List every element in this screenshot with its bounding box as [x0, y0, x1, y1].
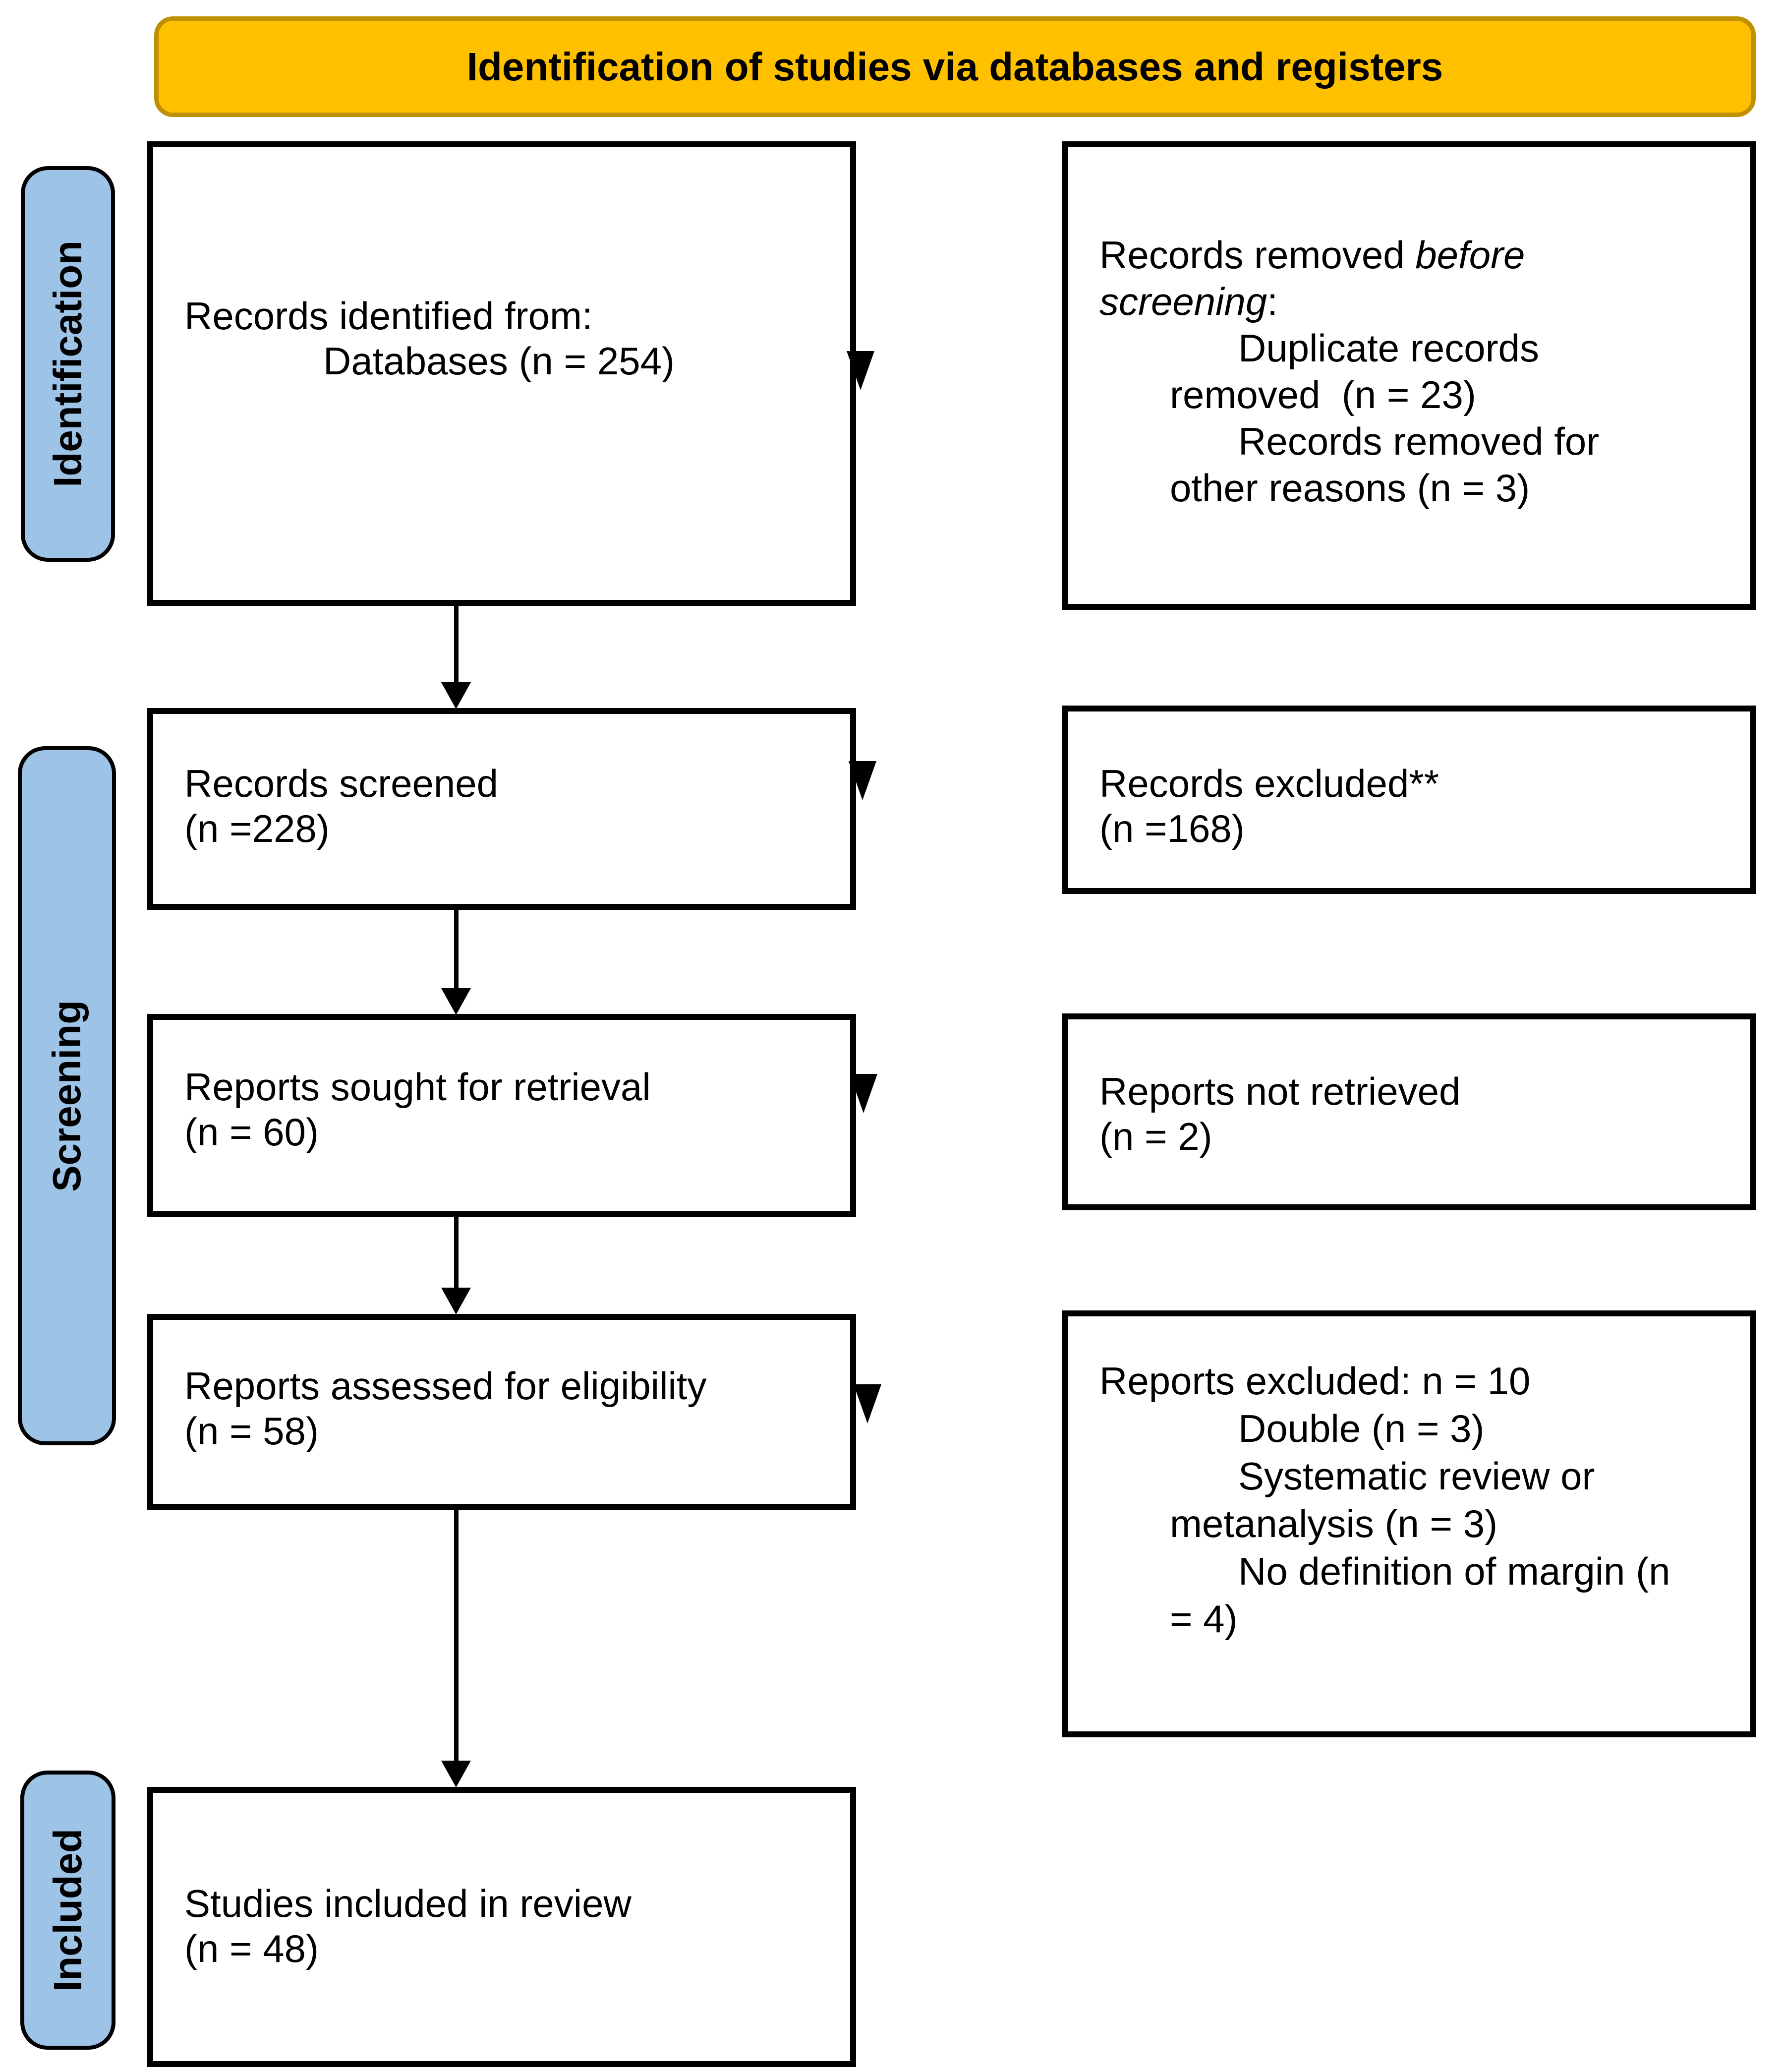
box-studies-included-text: Studies included in review (n = 48): [184, 1881, 842, 1971]
text-line: Databases (n = 254): [323, 339, 675, 383]
stage-label-screening-text: Screening: [45, 1000, 89, 1192]
text-line: = 4): [1170, 1597, 1238, 1641]
box-records-screened-text: Records screened (n =228): [184, 761, 842, 851]
arrow-assessed-to-included-stem: [454, 1510, 459, 1762]
box-records-screened: Records screened (n =228): [147, 708, 856, 910]
arrow-identified-to-screened-stem: [454, 606, 459, 684]
connector-screened-to-excluded-arrowhead-icon: [849, 761, 876, 800]
text-line: (n = 58): [184, 1409, 319, 1453]
box-records-removed-before-screening: Records removed before screening: Duplic…: [1062, 141, 1756, 610]
text-line: Reports assessed for eligibility: [184, 1364, 707, 1408]
text-line: other reasons (n = 3): [1170, 466, 1530, 510]
arrow-assessed-to-included-head-icon: [441, 1761, 471, 1787]
text-line: Records screened: [184, 762, 498, 805]
text-line: (n = 48): [184, 1927, 319, 1970]
text-line: removed (n = 23): [1170, 373, 1476, 416]
box-reports-assessed-text: Reports assessed for eligibility (n = 58…: [184, 1363, 842, 1454]
stage-label-included: Included: [20, 1771, 115, 2050]
connector-sought-to-not-retrieved-arrowhead-icon: [850, 1074, 877, 1113]
box-records-removed-text: Records removed before screening: Duplic…: [1099, 232, 1742, 511]
text-line: (n =168): [1099, 807, 1245, 850]
box-records-excluded-text: Records excluded** (n =168): [1099, 761, 1742, 851]
stage-label-identification-text: Identification: [46, 240, 90, 487]
stage-label-screening: Screening: [18, 746, 116, 1445]
stage-label-included-text: Included: [46, 1829, 90, 1992]
arrow-identified-to-screened-head-icon: [441, 682, 471, 709]
box-reports-sought-text: Reports sought for retrieval (n = 60): [184, 1065, 842, 1155]
box-records-identified: Records identified from: Databases (n = …: [147, 141, 856, 606]
stage-label-identification: Identification: [21, 166, 115, 562]
box-reports-excluded: Reports excluded: n = 10 Double (n = 3) …: [1062, 1310, 1756, 1737]
text-line: Double (n = 3): [1238, 1407, 1485, 1450]
box-records-identified-text: Records identified from: Databases (n = …: [184, 294, 842, 384]
arrow-screened-to-sought-stem: [454, 910, 459, 989]
box-studies-included: Studies included in review (n = 48): [147, 1787, 856, 2067]
text-line: Studies included in review: [184, 1882, 632, 1925]
diagram-header-title: Identification of studies via databases …: [466, 44, 1443, 89]
text-line: screening:: [1099, 280, 1278, 323]
box-reports-assessed: Reports assessed for eligibility (n = 58…: [147, 1314, 856, 1510]
connector-identified-to-removed-arrowhead-icon: [847, 351, 874, 390]
box-reports-not-retrieved: Reports not retrieved (n = 2): [1062, 1013, 1756, 1210]
connector-assessed-to-excluded-arrowhead-icon: [854, 1384, 881, 1423]
text-line: Reports excluded: n = 10: [1099, 1359, 1531, 1403]
text-line: (n = 60): [184, 1110, 319, 1154]
arrow-sought-to-assessed-stem: [454, 1217, 459, 1288]
text-line: Systematic review or: [1238, 1454, 1595, 1498]
arrow-sought-to-assessed-head-icon: [441, 1288, 471, 1314]
text-line: Reports sought for retrieval: [184, 1065, 651, 1109]
text-line: Records removed before: [1099, 233, 1525, 277]
text-line: Records removed for: [1238, 419, 1600, 463]
text-line: metanalysis (n = 3): [1170, 1502, 1498, 1545]
text-line: No definition of margin (n: [1238, 1549, 1670, 1593]
box-records-excluded: Records excluded** (n =168): [1062, 706, 1756, 894]
text-line: Duplicate records: [1238, 326, 1539, 370]
text-line: Records identified from:: [184, 294, 593, 338]
text-line: Reports not retrieved: [1099, 1069, 1461, 1113]
text-line: Records excluded**: [1099, 762, 1439, 805]
box-reports-not-retrieved-text: Reports not retrieved (n = 2): [1099, 1069, 1742, 1159]
arrow-screened-to-sought-head-icon: [441, 988, 471, 1015]
box-reports-sought: Reports sought for retrieval (n = 60): [147, 1014, 856, 1217]
diagram-header: Identification of studies via databases …: [154, 16, 1756, 117]
text-line: (n =228): [184, 807, 330, 850]
box-reports-excluded-text: Reports excluded: n = 10 Double (n = 3) …: [1099, 1357, 1742, 1643]
text-line: (n = 2): [1099, 1115, 1212, 1158]
